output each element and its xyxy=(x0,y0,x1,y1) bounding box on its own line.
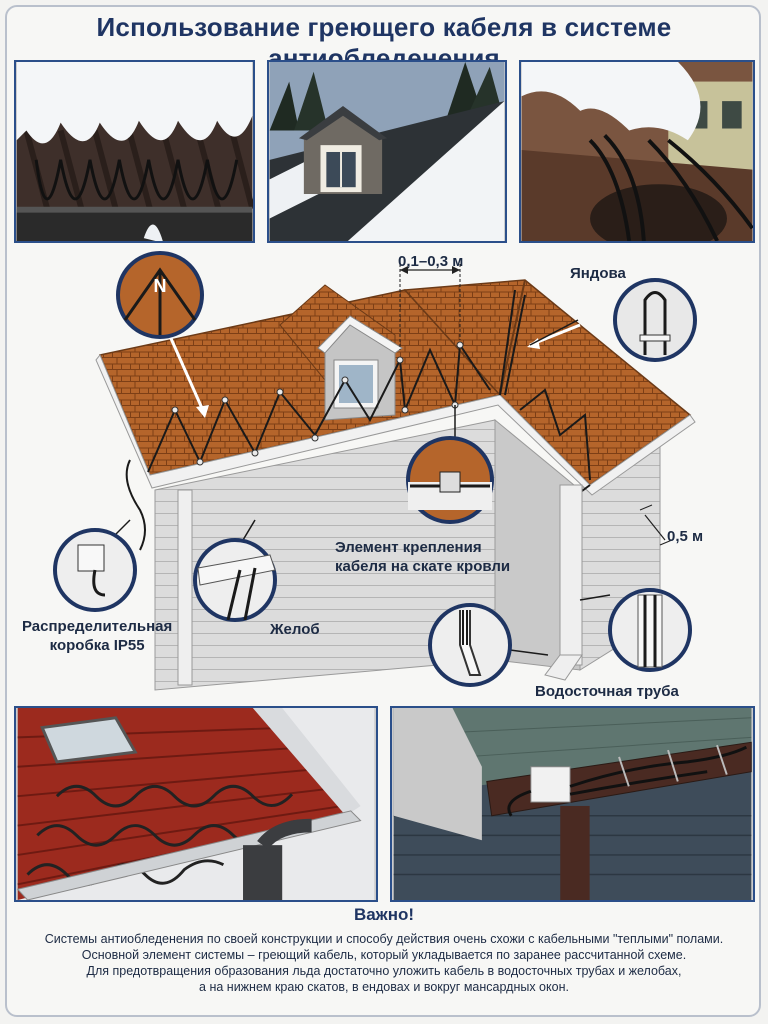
gutter-junction-box-illustration xyxy=(393,708,752,900)
roof-fixing-label-line1: Элемент крепления xyxy=(335,539,482,556)
roof-fixing-label-line2: кабеля на скате кровли xyxy=(335,558,511,575)
magnifier-valley xyxy=(613,278,697,362)
gutter-label: Желоб xyxy=(270,621,320,638)
junction-box-label: Распределительная коробка IP55 xyxy=(22,617,172,655)
note-line-4: а на нижнем краю скатов, в ендовах и вок… xyxy=(199,980,569,994)
note-title: Важно! xyxy=(353,905,415,924)
house-illustration: N xyxy=(53,251,697,691)
magnifier-roof-fixing: N xyxy=(116,251,204,339)
note-line-1: Системы антиобледенения по своей констру… xyxy=(44,932,724,946)
note-line-3: Для предотвращения образования льда дост… xyxy=(86,964,682,978)
junction-box-label-line1: Распределительная xyxy=(22,618,173,635)
photo-tile-roof-serpentine xyxy=(14,706,378,902)
tile-roof-serpentine-illustration xyxy=(16,708,375,900)
important-note: Важно! Системы антиобледенения по своей … xyxy=(0,905,768,995)
dormer-roof-illustration xyxy=(269,62,505,241)
magnifier-downpipe xyxy=(608,588,692,672)
photo-gutter-funnel xyxy=(519,60,755,243)
junction-box-label-line2: коробка IP55 xyxy=(49,637,145,654)
gutter-funnel-illustration xyxy=(521,62,753,241)
magnifier-gutter xyxy=(193,538,277,622)
magnifier-fixing-element xyxy=(406,436,494,524)
downpipe-label: Водосточная труба xyxy=(535,683,679,700)
roof-fixing-label: Элемент крепления кабеля на скате кровли xyxy=(335,538,510,576)
snow-roof-cable-illustration xyxy=(16,62,253,241)
distance-label: 0,5 м xyxy=(667,528,704,545)
spacing-label: 0,1–0,3 м xyxy=(398,253,464,270)
magnifier-marker: N xyxy=(154,276,167,296)
valley-label: Яндова xyxy=(570,265,626,282)
roof-diagram: N xyxy=(0,250,768,700)
photo-gutter-junction-box xyxy=(390,706,755,902)
photo-snow-roof-cable xyxy=(14,60,255,243)
note-line-2: Основной элемент системы – греющий кабел… xyxy=(81,948,687,962)
magnifier-downpipe-bottom xyxy=(428,603,512,687)
photo-dormer-roof xyxy=(267,60,507,243)
magnifier-junction-box xyxy=(53,528,137,612)
